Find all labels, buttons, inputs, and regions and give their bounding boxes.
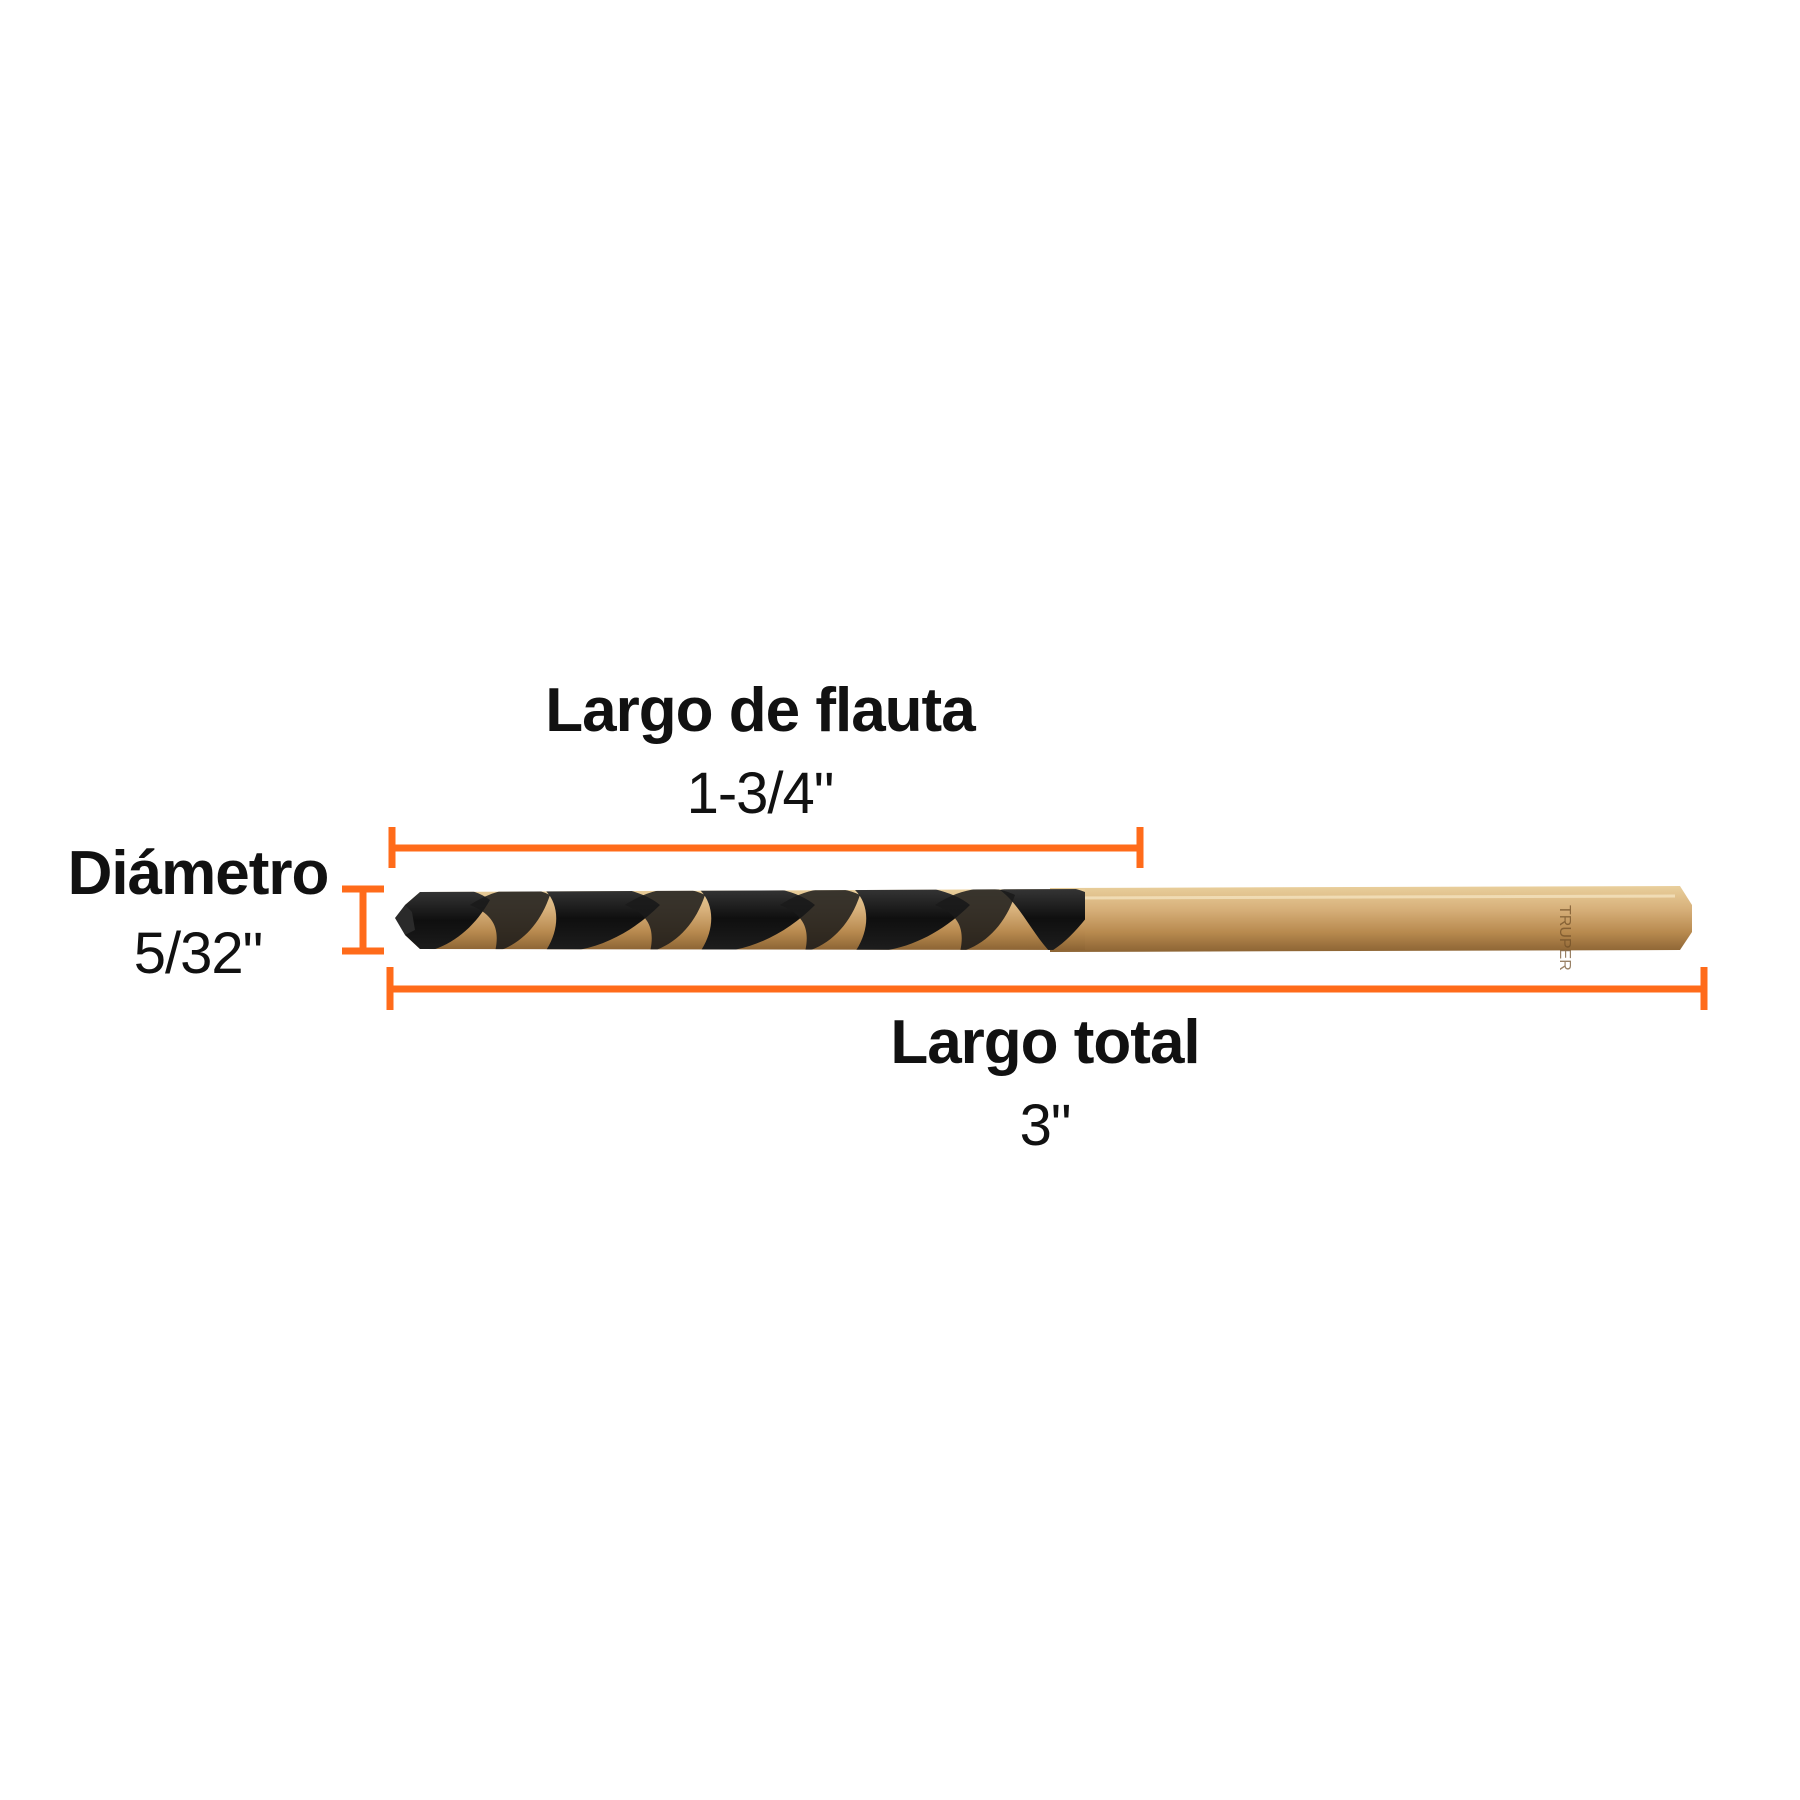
flute-length-value: 1-3/4" — [686, 761, 835, 826]
flute-length-title: Largo de flauta — [545, 676, 975, 745]
drill-shank — [1050, 886, 1692, 952]
diameter-value: 5/32" — [133, 921, 263, 986]
shank-engraving: TRUPER — [1556, 905, 1573, 971]
drill-tip — [395, 905, 415, 935]
shank-highlight — [1069, 894, 1676, 900]
total-length-title: Largo total — [890, 1008, 1200, 1077]
diameter-title: Diámetro — [67, 839, 330, 908]
total-length-value: 3" — [1019, 1093, 1072, 1158]
dimension-lines — [342, 827, 1708, 1010]
drill-flutes — [405, 889, 1085, 950]
